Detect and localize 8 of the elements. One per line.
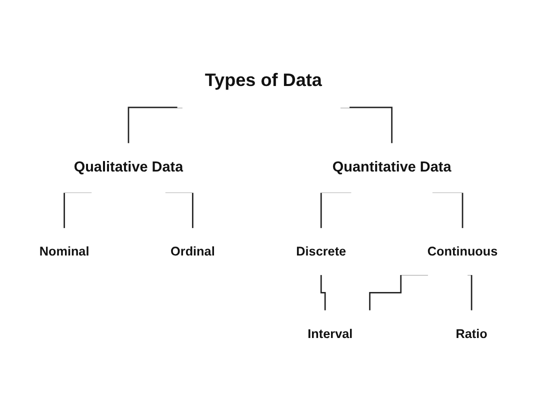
node-text: Ratio (456, 326, 488, 342)
node-text: Interval (308, 326, 353, 342)
connector (468, 274, 472, 312)
node-text: Types of Data (204, 70, 322, 91)
node-text: Discrete (296, 244, 346, 259)
node-text: Nominal (39, 244, 90, 259)
connector (320, 274, 326, 312)
node-text: Ordinal (170, 244, 215, 259)
